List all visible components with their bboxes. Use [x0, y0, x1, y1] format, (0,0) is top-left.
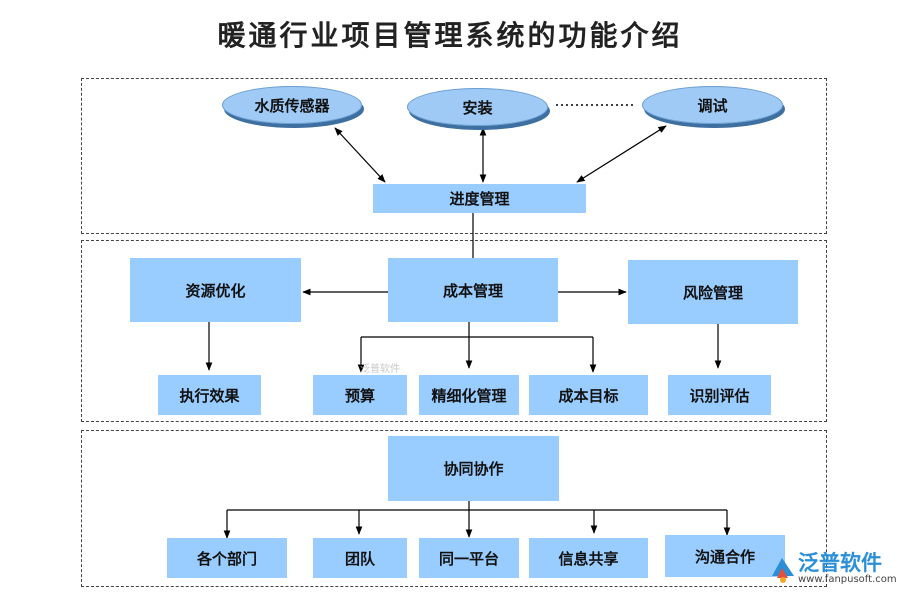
node-budget: 预算 [313, 375, 407, 415]
section-collaboration [81, 430, 827, 587]
logo-url: www.fanpusoft.com [798, 574, 897, 585]
node-execution-effect: 执行效果 [158, 375, 261, 415]
logo-text: 泛普软件 [798, 551, 882, 575]
node-info-share: 信息共享 [529, 538, 648, 578]
node-identify-assess: 识别评估 [668, 375, 771, 415]
arrow-sensor-progress [334, 127, 386, 183]
node-cost-management: 成本管理 [388, 258, 558, 322]
node-same-platform: 同一平台 [419, 538, 519, 578]
fanpu-logo: 泛普软件 www.fanpusoft.com [768, 552, 897, 585]
watermark-small: 泛普软件 [360, 364, 400, 375]
node-progress-management: 进度管理 [373, 184, 586, 213]
section-cost [81, 240, 827, 422]
section-progress [81, 78, 827, 234]
arrow-debug-progress [576, 125, 667, 183]
node-cost-target: 成本目标 [529, 375, 648, 415]
node-install: 安装 [407, 88, 548, 126]
node-departments: 各个部门 [167, 538, 287, 578]
node-risk-management: 风险管理 [628, 260, 798, 324]
node-resource-optimization: 资源优化 [130, 258, 301, 322]
node-collaboration: 协同协作 [388, 436, 559, 501]
node-refined-management: 精细化管理 [419, 375, 519, 415]
node-water-sensor: 水质传感器 [222, 86, 362, 124]
node-communication: 沟通合作 [665, 535, 785, 577]
node-debug: 调试 [642, 86, 783, 124]
node-team: 团队 [313, 538, 407, 578]
fanpu-logo-icon [772, 557, 794, 583]
page-title: 暖通行业项目管理系统的功能介绍 [217, 19, 683, 52]
